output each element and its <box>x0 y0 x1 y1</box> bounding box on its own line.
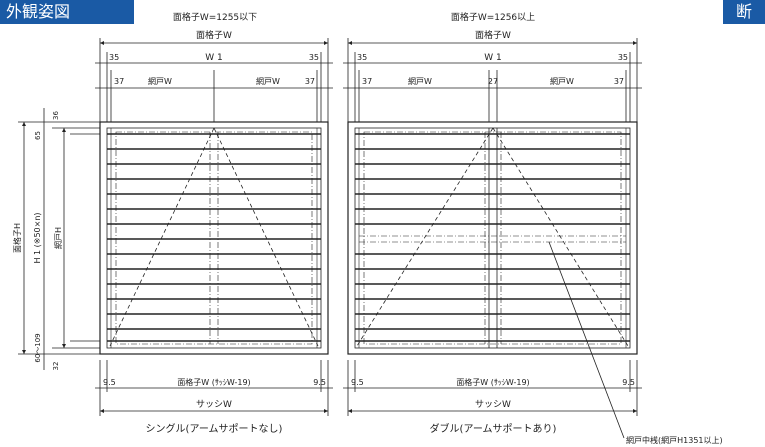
vertical-dim-65: 65 <box>34 131 42 140</box>
single-caption: シングル(アームサポートなし) <box>146 422 283 435</box>
double-dim-37-left: 37 <box>362 77 372 86</box>
vertical-extension-lines <box>18 121 100 355</box>
single-overall-width-label: 面格子W <box>196 29 232 41</box>
single-top-extension-lines <box>99 38 329 122</box>
net-middle-rail <box>359 235 626 243</box>
single-heading: 面格子W=1255以下 <box>173 11 257 23</box>
double-overall-width-label: 面格子W <box>475 29 511 41</box>
single-net-w-left: 網戸W <box>148 76 172 86</box>
double-dim-37-right: 37 <box>614 77 624 86</box>
section-title-exterior-view: 外観姿図 <box>0 0 134 24</box>
double-w1-label: W 1 <box>484 53 502 63</box>
double-heading: 面格子W=1256以上 <box>451 11 535 23</box>
vertical-net-h-label: 網戸H <box>53 227 63 249</box>
vertical-outer-h-label: 面格子H <box>12 223 22 253</box>
single-w1-label: W 1 <box>205 53 223 63</box>
double-bottom-mid-label: 面格子W (ｻｯｼW-19) <box>456 377 529 387</box>
single-net-w-right: 網戸W <box>256 76 280 86</box>
single-bottom-left-dim: 9.5 <box>103 378 116 387</box>
double-net-w-right: 網戸W <box>550 76 574 86</box>
single-dim-35-right: 35 <box>309 53 319 62</box>
single-dim-35-left: 35 <box>109 53 119 62</box>
section-title-cross-section: 断 <box>723 0 765 24</box>
vertical-dim-60-109: 60～109 <box>34 333 42 362</box>
single-bottom-right-dim: 9.5 <box>313 378 326 387</box>
vertical-dim-32: 32 <box>52 362 60 371</box>
vertical-dim-36: 36 <box>52 111 60 120</box>
double-panel <box>347 121 638 355</box>
double-bottom-right-dim: 9.5 <box>622 378 635 387</box>
single-bottom-mid-label: 面格子W (ｻｯｼW-19) <box>177 377 250 387</box>
callout-label: 網戸中桟(網戸H1351以上) <box>626 435 723 445</box>
single-panel <box>99 121 329 355</box>
single-dim-37-left: 37 <box>114 77 124 86</box>
double-dim-27-mid: 27 <box>488 77 498 86</box>
single-dim-37-right: 37 <box>305 77 315 86</box>
double-dim-35-left: 35 <box>357 53 367 62</box>
double-bottom-left-dim: 9.5 <box>351 378 364 387</box>
single-sash-w-label: サッシW <box>196 399 232 410</box>
vertical-h1-label: H 1 (※50×n) <box>33 212 42 263</box>
double-caption: ダブル(アームサポートあり) <box>430 422 557 435</box>
double-net-w-left: 網戸W <box>408 76 432 86</box>
double-sash-w-label: サッシW <box>475 399 511 410</box>
double-top-extension-lines <box>347 38 638 122</box>
double-dim-35-right: 35 <box>618 53 628 62</box>
callout-leader <box>548 241 625 439</box>
